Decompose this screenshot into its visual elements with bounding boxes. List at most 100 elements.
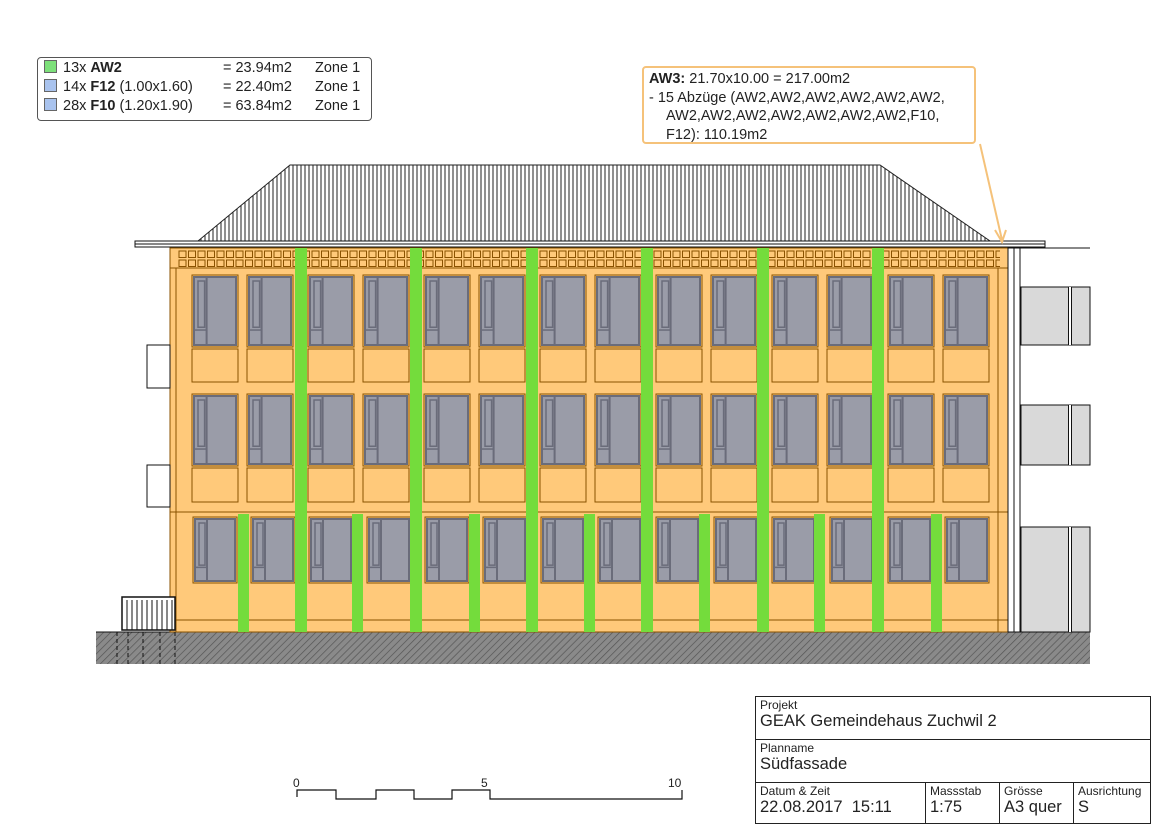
scale-label-5: 5 bbox=[481, 776, 488, 790]
spandrel-panel bbox=[539, 348, 587, 383]
window-opening bbox=[478, 393, 526, 467]
scale-label: Massstab bbox=[930, 784, 982, 798]
window-pane bbox=[596, 276, 640, 346]
window-pane bbox=[426, 518, 468, 582]
window-pane bbox=[248, 276, 292, 346]
window-pane bbox=[828, 276, 872, 346]
aw2-strip-ground bbox=[699, 514, 710, 632]
window-pane bbox=[773, 518, 815, 582]
window bbox=[771, 274, 819, 348]
annotation-leader bbox=[979, 143, 1003, 241]
window-sash bbox=[893, 280, 902, 328]
window bbox=[423, 393, 471, 467]
window bbox=[424, 516, 470, 584]
window-pane bbox=[944, 395, 988, 465]
window-pane bbox=[309, 276, 353, 346]
aw2-strip-full bbox=[872, 248, 884, 632]
plan-label: Planname bbox=[760, 741, 815, 755]
window-opening bbox=[887, 393, 935, 467]
window bbox=[826, 393, 874, 467]
spandrel-panel bbox=[246, 467, 294, 503]
window-opening bbox=[539, 274, 587, 348]
window bbox=[540, 516, 586, 584]
annotation-deductions-cont: AW2,AW2,AW2,AW2,AW2,AW2,AW2,F10, bbox=[666, 108, 940, 124]
window bbox=[771, 393, 819, 467]
window-pane bbox=[831, 518, 873, 582]
spandrel-panel bbox=[423, 348, 471, 383]
window bbox=[655, 393, 703, 467]
window-opening bbox=[478, 274, 526, 348]
blue-swatch-icon bbox=[44, 98, 57, 111]
window-sash bbox=[429, 399, 438, 447]
spandrel-panel bbox=[362, 467, 410, 503]
window-sash bbox=[430, 522, 438, 566]
window-sash bbox=[719, 522, 727, 566]
window-sash bbox=[600, 280, 609, 328]
attic-grid bbox=[178, 250, 1000, 268]
window bbox=[655, 274, 703, 348]
legend-dims: (1.00x1.60) bbox=[119, 79, 193, 95]
aw2-strip-full bbox=[526, 248, 538, 632]
window-pane bbox=[889, 276, 933, 346]
window-sash bbox=[600, 399, 609, 447]
left-balcony bbox=[146, 344, 171, 389]
window-sash bbox=[545, 399, 554, 447]
window-pane bbox=[657, 276, 701, 346]
spandrel-panel bbox=[191, 467, 239, 503]
window-opening bbox=[423, 393, 471, 467]
window-pane bbox=[541, 276, 585, 346]
window bbox=[710, 274, 758, 348]
spandrel-panel bbox=[307, 467, 355, 503]
window-opening bbox=[887, 274, 935, 348]
window bbox=[942, 393, 990, 467]
window-pane bbox=[309, 395, 353, 465]
window-sash bbox=[948, 399, 957, 447]
window-pane bbox=[480, 276, 524, 346]
aw2-strip-ground bbox=[814, 514, 825, 632]
window bbox=[307, 274, 355, 348]
project-name: GEAK Gemeindehaus Zuchwil 2 bbox=[760, 712, 997, 730]
window-opening bbox=[423, 274, 471, 348]
window-pane bbox=[657, 395, 701, 465]
window-opening bbox=[307, 393, 355, 467]
window-sash bbox=[313, 399, 322, 447]
orientation-cell: Ausrichtung S bbox=[1074, 783, 1150, 823]
window bbox=[594, 274, 642, 348]
window bbox=[191, 274, 239, 348]
window-opening bbox=[246, 274, 294, 348]
aw2-strip-full bbox=[295, 248, 307, 632]
aw2-strip-ground bbox=[238, 514, 249, 632]
spandrel-panel bbox=[887, 467, 935, 503]
annotation-deductions: - 15 Abzüge (AW2,AW2,AW2,AW2,AW2,AW2, bbox=[649, 89, 945, 106]
window-pane bbox=[944, 276, 988, 346]
window-pane bbox=[542, 518, 584, 582]
window bbox=[366, 516, 412, 584]
leader-arrow bbox=[994, 229, 1007, 245]
window-pane bbox=[596, 395, 640, 465]
scale-value: 1:75 bbox=[930, 798, 963, 816]
window-opening bbox=[539, 393, 587, 467]
window-pane bbox=[484, 518, 526, 582]
window-opening bbox=[655, 393, 703, 467]
window-pane bbox=[252, 518, 294, 582]
window-opening bbox=[771, 274, 819, 348]
legend-count: 28x bbox=[63, 98, 87, 114]
green-swatch-icon bbox=[44, 60, 57, 73]
window bbox=[771, 516, 817, 584]
window-sash bbox=[198, 522, 206, 566]
window-sash bbox=[488, 522, 496, 566]
window-opening bbox=[307, 274, 355, 348]
window bbox=[887, 516, 933, 584]
window-sash bbox=[950, 522, 958, 566]
aw2-strip-ground bbox=[931, 514, 942, 632]
side-balcony-glass bbox=[1020, 526, 1091, 633]
window bbox=[539, 274, 587, 348]
spandrel-panel bbox=[478, 348, 526, 383]
legend-area: = 22.40m2 bbox=[223, 79, 292, 95]
window-opening bbox=[192, 516, 238, 584]
window-sash bbox=[893, 399, 902, 447]
